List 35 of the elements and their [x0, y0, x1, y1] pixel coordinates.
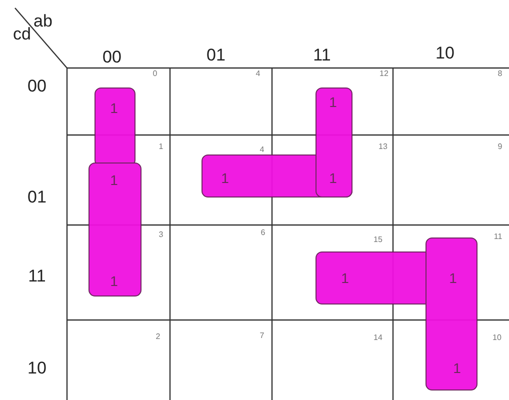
cell-value: 1 — [221, 171, 229, 185]
row-header: 00 — [28, 78, 46, 94]
cell-value: 1 — [449, 271, 457, 285]
cell-index: 10 — [492, 334, 502, 342]
cell-index: 9 — [498, 143, 502, 151]
variable-label: ab — [34, 12, 52, 30]
cell-index: 13 — [378, 143, 388, 151]
cell-index: 0 — [152, 70, 158, 78]
cell-value: 1 — [453, 361, 461, 375]
column-header: 01 — [206, 46, 226, 64]
cell-index: 12 — [380, 70, 388, 78]
column-header: 10 — [436, 44, 454, 62]
cell-index: 1 — [158, 143, 164, 151]
cell-index: 4 — [256, 70, 260, 78]
row-header: 11 — [28, 268, 46, 284]
cell-index: 15 — [374, 236, 382, 244]
cell-index: 7 — [260, 332, 264, 340]
cell-index: 14 — [374, 334, 382, 342]
cell-value: 1 — [110, 101, 118, 115]
row-header: 01 — [28, 188, 46, 206]
cell-index: 2 — [156, 333, 160, 341]
cell-value: 1 — [329, 171, 337, 185]
cell-index: 8 — [498, 70, 502, 78]
cell-value: 1 — [341, 271, 349, 285]
row-header: 10 — [28, 360, 46, 376]
column-header: 00 — [102, 48, 122, 66]
cell-index: 11 — [494, 233, 502, 241]
cell-value: 1 — [329, 95, 337, 109]
cell-value: 1 — [110, 274, 118, 288]
cell-value: 1 — [110, 173, 118, 187]
column-header: 11 — [313, 46, 331, 64]
cell-index: 3 — [158, 231, 164, 239]
variable-label: cd — [13, 26, 31, 42]
cell-index: 6 — [260, 229, 266, 237]
cell-index: 4 — [260, 146, 264, 154]
